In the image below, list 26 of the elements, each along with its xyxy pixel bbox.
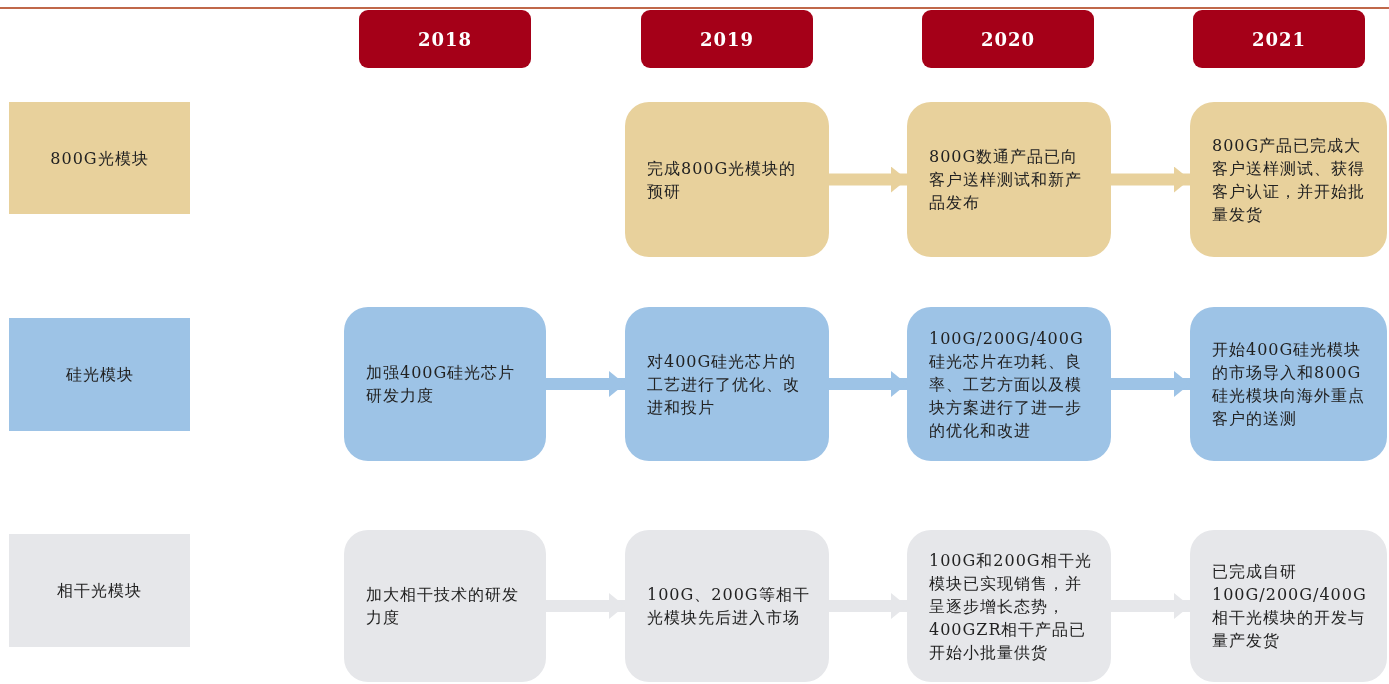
milestone-box: 对400G硅光芯片的工艺进行了优化、改进和投片 [625, 307, 829, 461]
milestone-box: 加强400G硅光芯片研发力度 [344, 307, 546, 461]
year-header: 2020 [922, 10, 1094, 68]
year-header: 2018 [359, 10, 531, 68]
milestone-box: 800G产品已完成大客户送样测试、获得客户认证，并开始批量发货 [1190, 102, 1387, 257]
milestone-box: 加大相干技术的研发力度 [344, 530, 546, 682]
row-label: 相干光模块 [9, 534, 190, 647]
year-header: 2021 [1193, 10, 1365, 68]
arrow [829, 593, 907, 619]
milestone-box: 800G数通产品已向客户送样测试和新产品发布 [907, 102, 1111, 257]
arrow [1111, 166, 1190, 193]
arrow [829, 371, 907, 397]
row-label: 硅光模块 [9, 318, 190, 431]
milestone-box: 100G、200G等相干光模块先后进入市场 [625, 530, 829, 682]
milestone-box: 完成800G光模块的预研 [625, 102, 829, 257]
arrow [829, 166, 907, 193]
row-label: 800G光模块 [9, 102, 190, 214]
arrow [546, 371, 625, 397]
milestone-box: 已完成自研100G/200G/400G 相干光模块的开发与量产发货 [1190, 530, 1387, 682]
arrow [1111, 371, 1190, 397]
arrow [546, 593, 625, 619]
year-header: 2019 [641, 10, 813, 68]
milestone-box: 100G/200G/400G 硅光芯片在功耗、良率、工艺方面以及模块方案进行了进一步的优化和改进 [907, 307, 1111, 461]
arrow [1111, 593, 1190, 619]
milestone-box: 100G和200G相干光模块已实现销售，并呈逐步增长态势，400GZR相干产品已开始小批量供货 [907, 530, 1111, 682]
milestone-box: 开始400G硅光模块的市场导入和800G硅光模块向海外重点客户的送测 [1190, 307, 1387, 461]
